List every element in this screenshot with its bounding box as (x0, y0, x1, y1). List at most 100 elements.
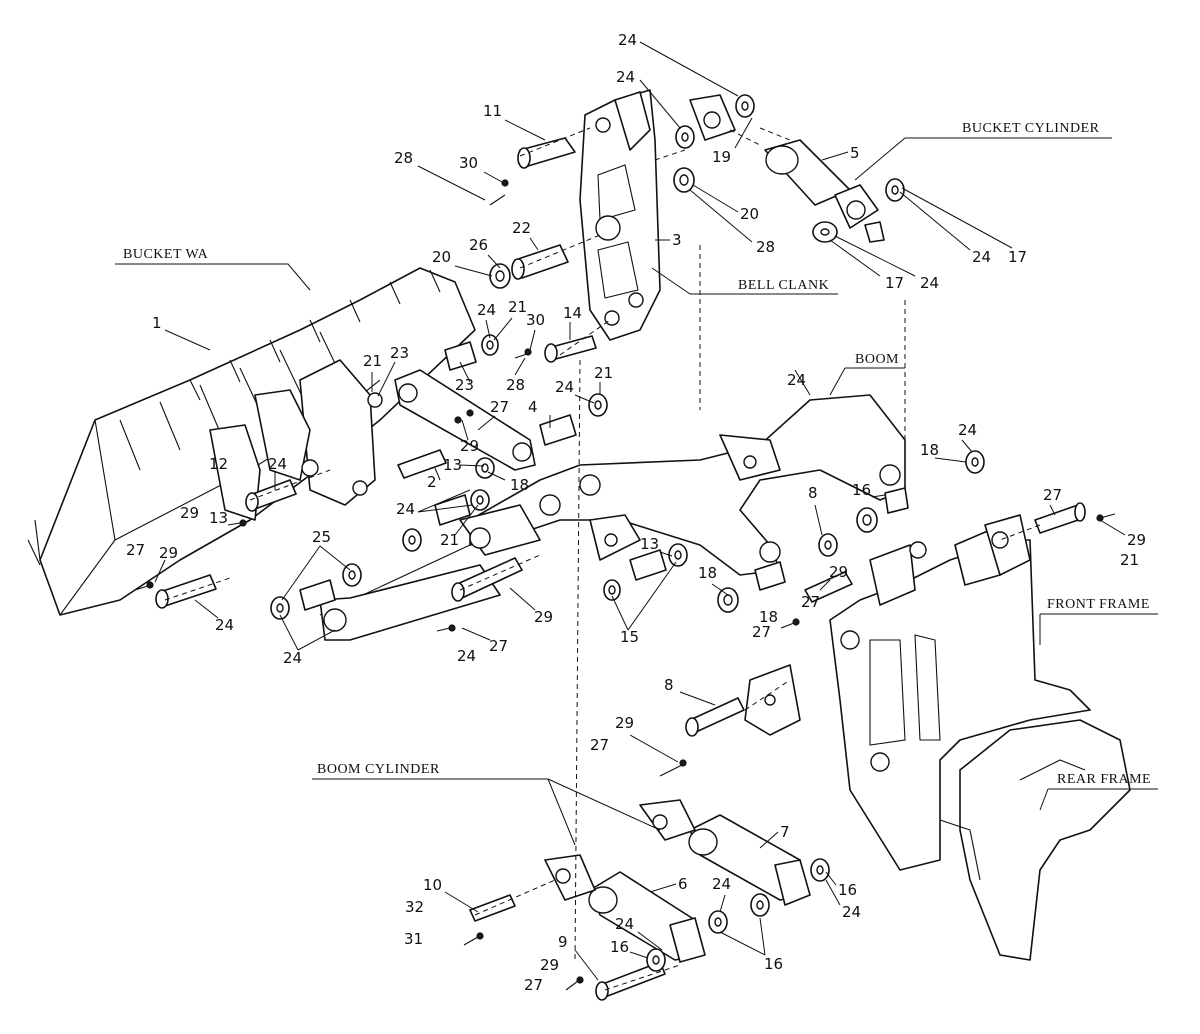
callout: 8 (808, 484, 818, 502)
callout: 25 (312, 528, 331, 546)
callout: 14 (563, 304, 582, 322)
callout: 28 (756, 238, 775, 256)
label-bucket-cylinder: BUCKET CYLINDER (962, 121, 1100, 136)
title-bucket-cylinder: BUCKET CYLINDER (854, 121, 1112, 181)
callout: 29 (534, 608, 553, 626)
callout: 16 (838, 881, 857, 899)
callout: 29 (159, 544, 178, 562)
callout: 21 (440, 531, 459, 549)
bucket (27, 267, 476, 616)
callouts: 24 24 19 5 11 28 30 20 28 3 22 26 20 24 … (126, 31, 1146, 994)
callout: 27 (126, 541, 145, 559)
callout: 3 (672, 231, 682, 249)
label-rear-frame: REAR FRAME (1057, 772, 1151, 787)
callout: 27 (489, 637, 508, 655)
alignment-lines (164, 127, 1041, 991)
callout: 24 (618, 31, 637, 49)
callout: 24 (842, 903, 861, 921)
callout: 6 (678, 875, 688, 893)
callout: 24 (268, 455, 287, 473)
callout: 28 (394, 149, 413, 167)
boom-cylinder-6 (544, 854, 706, 963)
callout: 23 (455, 376, 474, 394)
link (394, 369, 536, 471)
callout: 24 (712, 875, 731, 893)
callout: 30 (526, 311, 545, 329)
callout: 17 (885, 274, 904, 292)
callout: 9 (558, 933, 568, 951)
callout: 32 (405, 898, 424, 916)
label-bell-clank: BELL CLANK (738, 278, 829, 293)
callout: 21 (508, 298, 527, 316)
callout: 18 (920, 441, 939, 459)
callout: 29 (460, 437, 479, 455)
callout: 22 (512, 219, 531, 237)
callout: 27 (590, 736, 609, 754)
callout: 24 (616, 68, 635, 86)
callout: 7 (780, 823, 790, 841)
callout: 24 (972, 248, 991, 266)
callout: 17 (1008, 248, 1027, 266)
callout: 18 (698, 564, 717, 582)
bell-crank (579, 89, 661, 341)
callout: 13 (209, 509, 228, 527)
callout: 29 (615, 714, 634, 732)
label-bucket-wa: BUCKET WA (123, 247, 209, 262)
callout: 5 (850, 144, 860, 162)
callout: 2 (427, 473, 437, 491)
callout: 21 (594, 364, 613, 382)
title-bucket-wa: BUCKET WA (115, 247, 311, 291)
callout: 15 (620, 628, 639, 646)
callout: 16 (852, 481, 871, 499)
callout: 24 (555, 378, 574, 396)
callout: 24 (787, 371, 806, 389)
callout: 24 (215, 616, 234, 634)
pins (155, 137, 1086, 1001)
callout: 29 (180, 504, 199, 522)
callout: 29 (829, 563, 848, 581)
callout: 20 (432, 248, 451, 266)
callout: 21 (1120, 551, 1139, 569)
bolts (134, 179, 1116, 991)
callout: 28 (506, 376, 525, 394)
callout: 18 (759, 608, 778, 626)
callout: 29 (1127, 531, 1146, 549)
callout: 20 (740, 205, 759, 223)
callout: 24 (920, 274, 939, 292)
title-rear-frame: REAR FRAME (1039, 772, 1158, 811)
callout: 16 (764, 955, 783, 973)
boom-cylinder-7 (639, 799, 811, 906)
callout: 24 (477, 301, 496, 319)
callout: 13 (640, 535, 659, 553)
callout: 21 (363, 352, 382, 370)
callout: 12 (209, 455, 228, 473)
rear-frame (939, 719, 1131, 961)
callout: 27 (801, 593, 820, 611)
callout: 23 (390, 344, 409, 362)
label-boom-cylinder: BOOM CYLINDER (317, 762, 440, 777)
callout: 30 (459, 154, 478, 172)
label-boom: BOOM (855, 352, 899, 367)
label-front-frame: FRONT FRAME (1047, 597, 1150, 612)
callout: 24 (958, 421, 977, 439)
callout: 27 (524, 976, 543, 994)
callout: 26 (469, 236, 488, 254)
title-boom: BOOM (829, 352, 905, 396)
callout: 29 (540, 956, 559, 974)
callout: 24 (396, 500, 415, 518)
callout: 27 (490, 398, 509, 416)
title-front-frame: FRONT FRAME (1039, 597, 1158, 645)
callout: 16 (610, 938, 629, 956)
callout: 4 (528, 398, 538, 416)
callout: 27 (1043, 486, 1062, 504)
callout: 19 (712, 148, 731, 166)
callout: 24 (283, 649, 302, 667)
bucket-cylinder (689, 94, 885, 243)
callout: 24 (615, 915, 634, 933)
callout: 1 (152, 314, 162, 332)
callout: 13 (443, 456, 462, 474)
callout: 27 (752, 623, 771, 641)
callout: 18 (510, 476, 529, 494)
callout: 10 (423, 876, 442, 894)
